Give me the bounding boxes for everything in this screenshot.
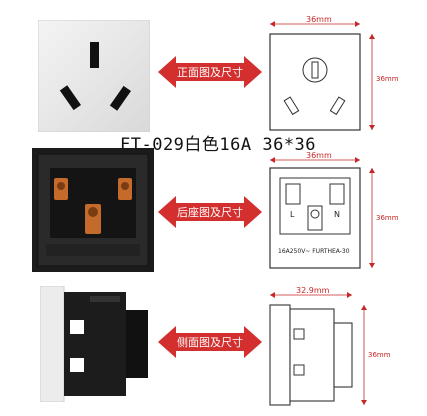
back-arrow-label: 后座图及尺寸 bbox=[177, 206, 243, 219]
product-title: FT-029白色16A 36*36 bbox=[120, 135, 317, 155]
side-arrow-label: 侧面图及尺寸 bbox=[177, 336, 243, 349]
side-height-dim: 36mm bbox=[368, 351, 391, 359]
front-drawing: 36mm 36mm bbox=[266, 10, 416, 135]
side-drawing: 32.9mm 36mm bbox=[266, 283, 416, 408]
front-arrow-label: 正面图及尺寸 bbox=[177, 66, 243, 79]
back-rating: 16A250V~ FURTHEA-30 bbox=[278, 248, 350, 255]
back-drawing: 36mm 36mm L N 16A250V~ FURTHEA-30 bbox=[266, 148, 416, 273]
front-photo bbox=[37, 19, 151, 133]
back-photo bbox=[32, 148, 154, 272]
back-arrow: 后座图及尺寸 bbox=[158, 196, 262, 228]
back-height-dim: 36mm bbox=[376, 214, 399, 222]
back-mark-n: N bbox=[334, 210, 340, 219]
side-photo bbox=[39, 285, 152, 403]
side-width-dim: 32.9mm bbox=[296, 286, 330, 295]
back-width-dim: 36mm bbox=[306, 151, 332, 160]
front-height-dim: 36mm bbox=[376, 75, 399, 83]
side-arrow: 侧面图及尺寸 bbox=[158, 326, 262, 358]
front-width-dim: 36mm bbox=[306, 15, 332, 24]
front-arrow: 正面图及尺寸 bbox=[158, 56, 262, 88]
back-mark-l: L bbox=[290, 210, 295, 219]
